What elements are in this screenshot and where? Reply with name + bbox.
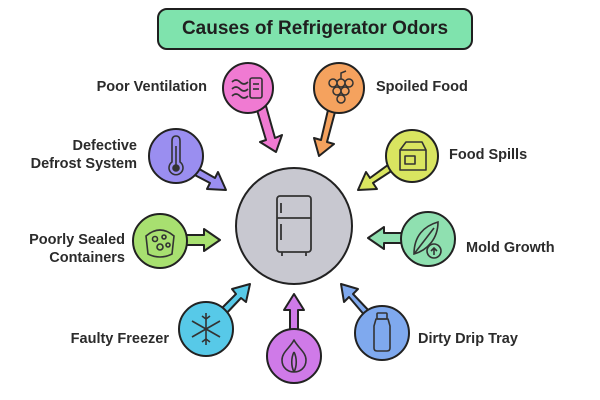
cause-node-poorly-sealed-containers xyxy=(132,213,221,269)
cause-node-garlic xyxy=(266,293,322,384)
leaf-growth-icon xyxy=(413,220,442,259)
center-circle xyxy=(235,167,353,285)
garlic-icon xyxy=(281,339,307,373)
cause-node-poor-ventilation xyxy=(222,62,283,153)
cause-node-faulty-freezer xyxy=(178,283,251,357)
snowflake-icon xyxy=(191,313,221,345)
label-mold-growth: Mold Growth xyxy=(466,240,555,256)
cause-node-defective-defrost-system xyxy=(148,128,227,191)
label-dirty-drip-tray: Dirty Drip Tray xyxy=(418,331,518,347)
label-defective-defrost-system: Defective Defrost System xyxy=(30,138,137,172)
label-faulty-freezer: Faulty Freezer xyxy=(70,331,169,347)
cause-node-mold-growth xyxy=(367,211,456,267)
air-vent-icon xyxy=(231,77,263,99)
refrigerator-icon xyxy=(276,195,312,256)
diagram-title: Causes of Refrigerator Odors xyxy=(181,18,449,39)
cause-node-spoiled-food xyxy=(313,62,365,157)
thermometer-icon xyxy=(168,135,184,176)
label-poorly-sealed-containers: Poorly Sealed Containers xyxy=(29,232,125,266)
label-poor-ventilation: Poor Ventilation xyxy=(96,79,207,95)
container-icon xyxy=(145,229,175,258)
title-banner: Causes of Refrigerator Odors xyxy=(157,8,473,50)
milk-carton-icon xyxy=(399,141,427,171)
label-spoiled-food: Spoiled Food xyxy=(376,79,468,95)
cause-node-dirty-drip-tray xyxy=(340,283,410,361)
grapes-icon xyxy=(328,70,354,104)
label-food-spills: Food Spills xyxy=(449,147,528,163)
cause-node-food-spills xyxy=(357,129,439,191)
bottle-icon xyxy=(373,312,391,352)
